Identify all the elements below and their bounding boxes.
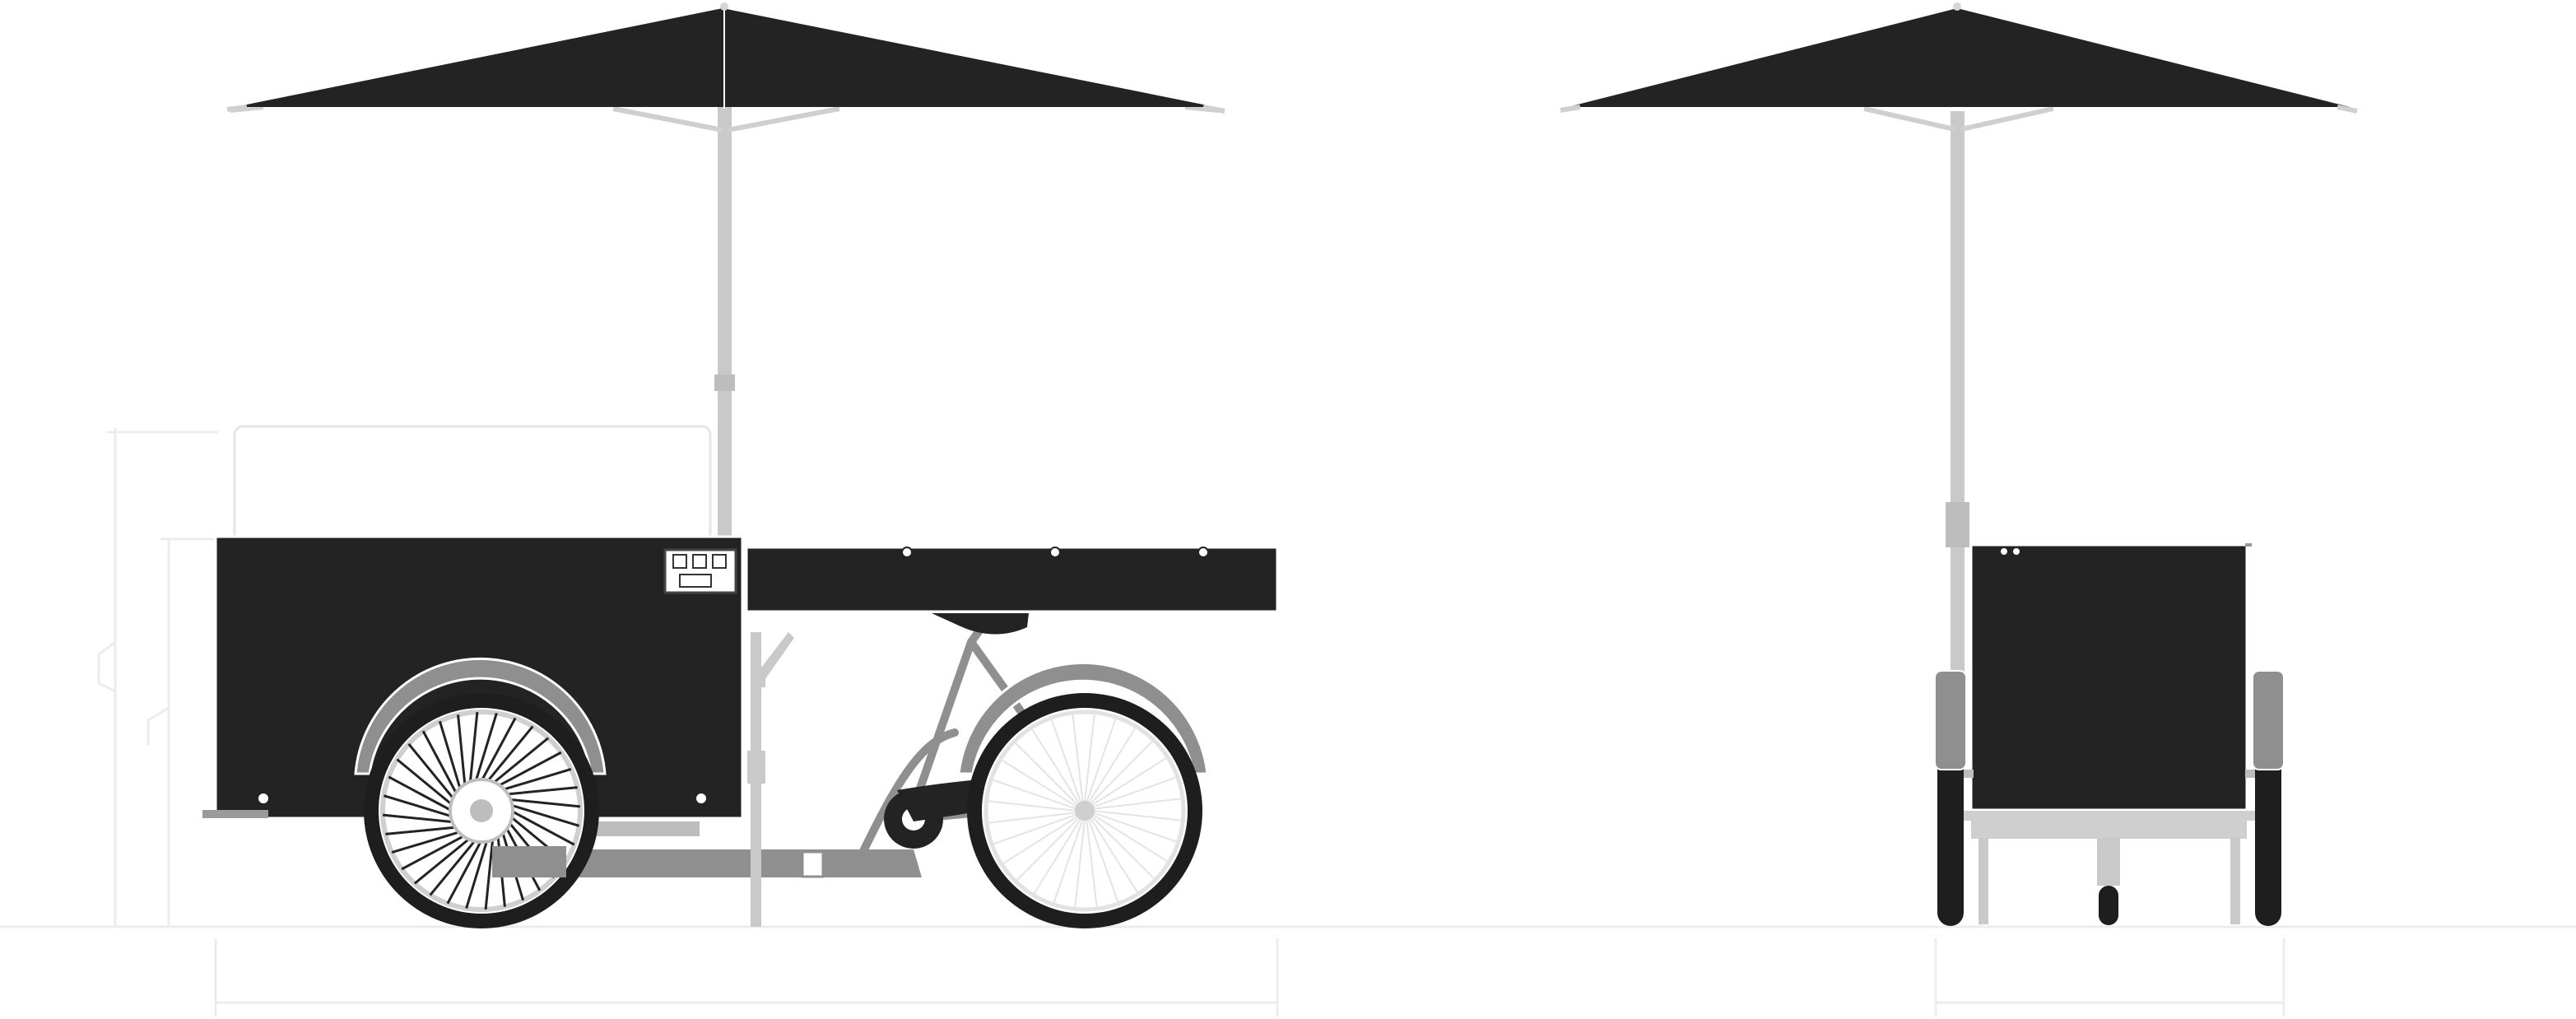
umbrella-finial (720, 2, 728, 11)
spoke (468, 711, 479, 784)
spoke (1092, 798, 1183, 810)
spoke (986, 800, 1077, 812)
front-mudguard (354, 657, 607, 775)
spoke (1087, 726, 1137, 804)
counter-board (745, 546, 1279, 613)
spoke (509, 803, 580, 827)
spoke (505, 786, 578, 796)
spoke (1084, 712, 1095, 803)
spoke (502, 767, 572, 791)
front-left-wheel (1934, 670, 1967, 926)
spoke (1089, 739, 1155, 805)
spoke (990, 778, 1077, 810)
spoke (1092, 810, 1183, 821)
spoke (1001, 815, 1079, 865)
spoke (438, 720, 462, 790)
spoke (457, 714, 467, 787)
umbrella-tip-left (226, 105, 248, 112)
spoke (1000, 758, 1078, 808)
spoke (1032, 817, 1082, 896)
front-center-wheel (2099, 886, 2118, 925)
spoke (509, 798, 581, 808)
spoke (510, 809, 575, 846)
front-umbrella-canopy (1568, 8, 2350, 107)
spoke (407, 742, 455, 801)
spoke (465, 839, 489, 910)
spoke (1086, 716, 1118, 803)
spoke (1086, 818, 1098, 910)
switch-icon (672, 554, 687, 569)
spoke (1013, 741, 1079, 807)
spoke (497, 751, 562, 788)
spoke (1091, 813, 1169, 863)
spoke (1087, 817, 1119, 905)
spoke (382, 813, 454, 824)
rear-mudguard (957, 661, 1209, 775)
front-view (1560, 2, 2358, 1017)
spoke (1092, 812, 1179, 844)
spoke (1091, 776, 1179, 808)
wheel-icon (354, 657, 607, 928)
spoke (429, 839, 477, 896)
spoke (484, 838, 495, 910)
chassis-frame (202, 632, 922, 927)
side-dimension-lines (97, 428, 1279, 1017)
spoke (491, 737, 550, 784)
front-dimension-lines (1934, 938, 2285, 1017)
spoke (474, 712, 498, 783)
spoke (1072, 712, 1084, 803)
spoke (1030, 727, 1081, 805)
spoke (396, 758, 453, 807)
spoke (1090, 756, 1169, 807)
spoke (480, 717, 517, 782)
front-right-wheel (2252, 670, 2285, 926)
bike-seat (932, 613, 1029, 635)
spoke (1015, 817, 1081, 882)
side-view (97, 2, 1279, 1017)
spoke (1089, 817, 1139, 895)
spoke (413, 837, 472, 885)
spoke (383, 794, 453, 818)
display-hood (233, 425, 712, 545)
rear-wheel (957, 661, 1209, 928)
front-cabinet (1969, 543, 2248, 812)
front-base (1959, 811, 2257, 821)
spoke (391, 831, 461, 854)
spoke (1090, 815, 1156, 881)
spoke (1074, 818, 1086, 910)
front-umbrella-pole (1951, 111, 1965, 687)
umbrella-tip-right (1202, 105, 1225, 114)
spoke (991, 813, 1078, 845)
spoke (401, 834, 466, 871)
control-panel (663, 548, 737, 594)
spoke (1050, 717, 1082, 804)
umbrella-pole-clamp (714, 375, 735, 391)
spoke (388, 775, 453, 812)
spoke (486, 725, 534, 783)
spoke (385, 826, 458, 835)
spoke (421, 730, 458, 795)
spoke (1052, 818, 1084, 905)
spoke (446, 840, 483, 905)
spoke (986, 812, 1077, 824)
